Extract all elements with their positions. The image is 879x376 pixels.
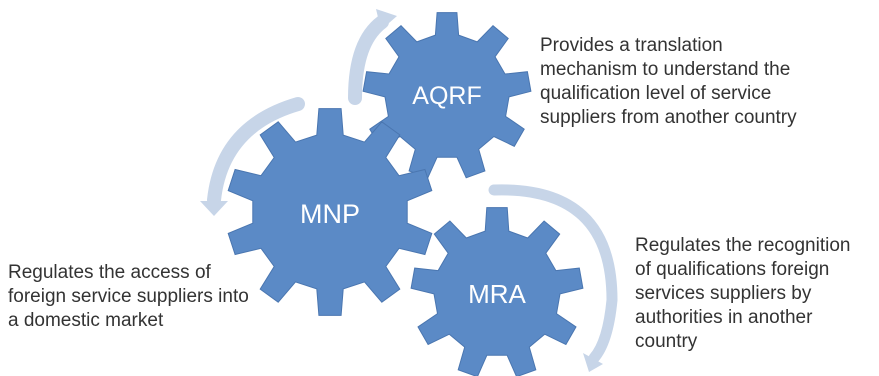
description-line: Regulates the access of <box>8 262 211 283</box>
arrowhead-right <box>583 353 603 372</box>
description-line: Regulates the recognition <box>635 235 851 256</box>
description-line: Provides a translation <box>540 35 723 56</box>
gear-mra-label: MRA <box>468 279 526 309</box>
description-line: mechanism to understand the <box>540 59 791 80</box>
gear-mnp-label: MNP <box>300 199 360 229</box>
aqrf-description: Provides a translation mechanism to unde… <box>540 34 797 130</box>
curved-arrow-left <box>207 97 305 207</box>
arrowhead-left <box>200 201 228 216</box>
gear-aqrf: AQRF <box>362 12 532 179</box>
curved-arrow-top <box>348 15 389 105</box>
mnp-description: Regulates the access of foreign service … <box>8 261 249 333</box>
description-line: foreign service suppliers into <box>8 286 249 307</box>
gear-aqrf-label: AQRF <box>412 82 481 110</box>
gear-mnp-shape <box>227 108 433 316</box>
description-line: country <box>635 331 698 352</box>
gear-mra: MRA <box>410 207 584 376</box>
description-line: services suppliers by <box>635 283 812 304</box>
curved-arrow-right <box>488 184 618 364</box>
gear-aqrf-shape <box>362 12 532 179</box>
description-line: a domestic market <box>8 310 164 331</box>
gear-mra-shape <box>410 207 584 376</box>
description-line: of qualifications foreign <box>635 259 830 280</box>
description-line: suppliers from another country <box>540 107 797 128</box>
mra-description: Regulates the recognition of qualificati… <box>635 234 850 354</box>
gear-mnp: MNP <box>227 108 433 316</box>
arrowhead-top <box>376 9 397 30</box>
description-line: authorities in another <box>635 307 813 328</box>
description-line: qualification level of service <box>540 83 772 104</box>
